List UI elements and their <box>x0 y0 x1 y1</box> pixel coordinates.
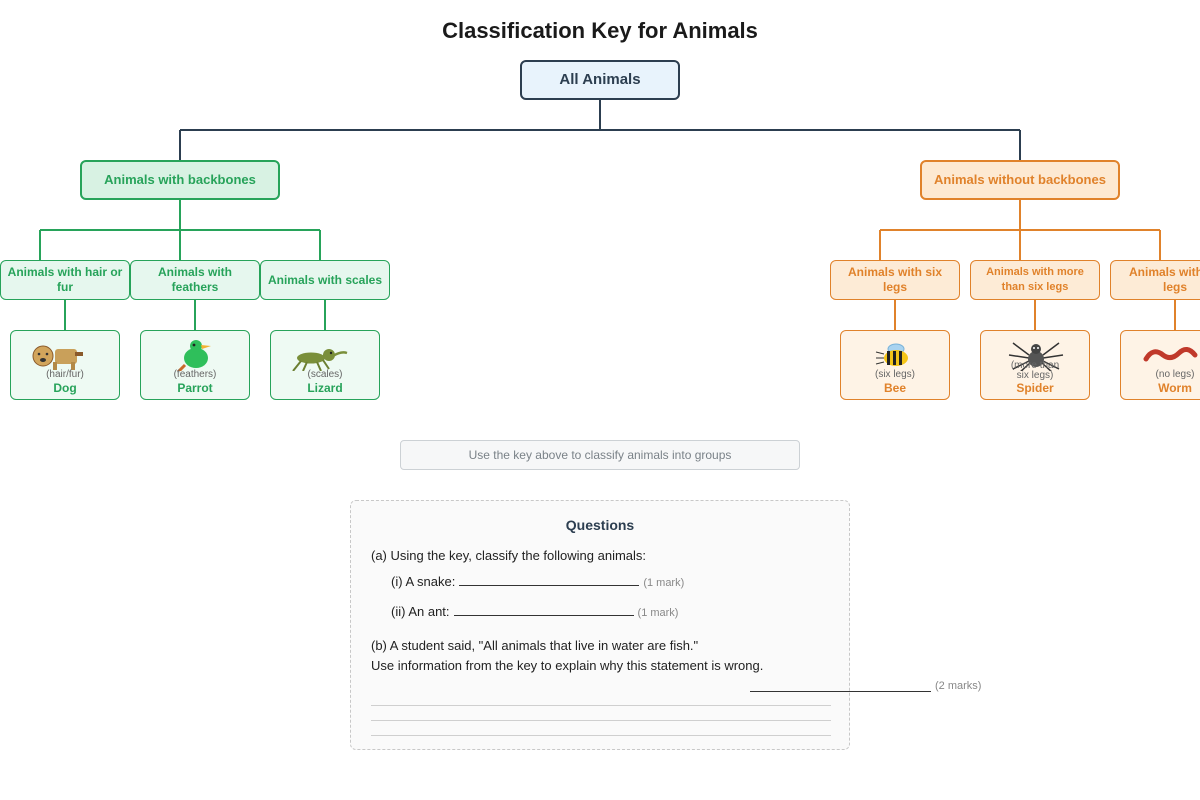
spider-icon <box>1008 342 1064 371</box>
page-title: Classification Key for Animals <box>442 18 758 43</box>
lizard-trait: (scales) <box>307 369 343 380</box>
writing-line-1[interactable] <box>371 705 831 706</box>
dog-icon <box>32 345 83 370</box>
questions-heading: Questions <box>565 517 635 533</box>
leaf-bee: (six legs) Bee <box>840 330 950 400</box>
question-a-i: (i) A snake: (1 mark) <box>391 573 684 589</box>
questions-panel: Questions (a) Using the key, classify th… <box>350 500 850 750</box>
mark-a-i: (1 mark) <box>643 577 685 589</box>
subgroup-scales: Animals with scales <box>260 260 390 300</box>
question-a-ii: (ii) An ant: (1 mark) <box>391 603 678 619</box>
mark-a-ii: (1 mark) <box>637 607 679 619</box>
bee-label: Bee <box>883 381 906 395</box>
leaf-lizard: (scales) Lizard <box>270 330 380 400</box>
spider-trait: (more than six legs) <box>981 361 1089 381</box>
worm-label: Worm <box>1158 381 1192 395</box>
lizard-icon <box>292 349 348 371</box>
root-node-all-animals: All Animals <box>520 60 680 100</box>
worm-icon <box>1143 347 1198 362</box>
subgroup-no-legs: Animals with no legs <box>1110 260 1200 300</box>
spider-trait-line1: (more than <box>1010 360 1060 371</box>
subgroup-hair-fur: Animals with hair or fur <box>0 260 130 300</box>
leaf-dog: (hair/fur) Dog <box>10 330 120 400</box>
parrot-label: Parrot <box>177 381 213 395</box>
parrot-icon <box>176 340 211 371</box>
dog-label: Dog <box>53 381 77 395</box>
parrot-trait: (feathers) <box>173 369 217 380</box>
group-vertebrates: Animals with backbones <box>80 160 280 200</box>
question-a-ii-text: (ii) An ant: <box>391 604 450 619</box>
writing-line-2[interactable] <box>371 720 831 721</box>
answer-blank-b[interactable] <box>750 691 931 692</box>
mark-b: (2 marks) <box>935 680 982 692</box>
spider-label: Spider <box>1016 381 1054 395</box>
subgroup-six-legs: Animals with six legs <box>830 260 960 300</box>
instruction-banner: Use the key above to classify animals in… <box>400 440 800 470</box>
subgroup-feathers: Animals with feathers <box>130 260 260 300</box>
answer-blank-ant[interactable] <box>453 603 634 616</box>
writing-line-3[interactable] <box>371 735 831 736</box>
answer-blank-snake[interactable] <box>459 573 640 586</box>
worm-trait: (no legs) <box>1155 369 1195 380</box>
lizard-label: Lizard <box>307 381 343 395</box>
subgroup-more-than-six-legs: Animals with more than six legs <box>970 260 1100 300</box>
leaf-worm: (no legs) Worm <box>1120 330 1200 400</box>
question-b-line2: Use information from the key to explain … <box>371 658 764 673</box>
bee-icon <box>875 343 908 366</box>
spider-trait-line2: six legs) <box>1016 370 1054 381</box>
question-a-intro: (a) Using the key, classify the followin… <box>371 548 647 563</box>
dog-trait: (hair/fur) <box>46 369 84 380</box>
bee-trait: (six legs) <box>874 369 915 380</box>
leaf-parrot: (feathers) Parrot <box>140 330 250 400</box>
question-a-i-text: (i) A snake: <box>391 574 456 589</box>
question-b-line1: (b) A student said, "All animals that li… <box>371 638 699 653</box>
group-invertebrates: Animals without backbones <box>920 160 1120 200</box>
leaf-spider: (more than six legs) Spider <box>980 330 1090 400</box>
